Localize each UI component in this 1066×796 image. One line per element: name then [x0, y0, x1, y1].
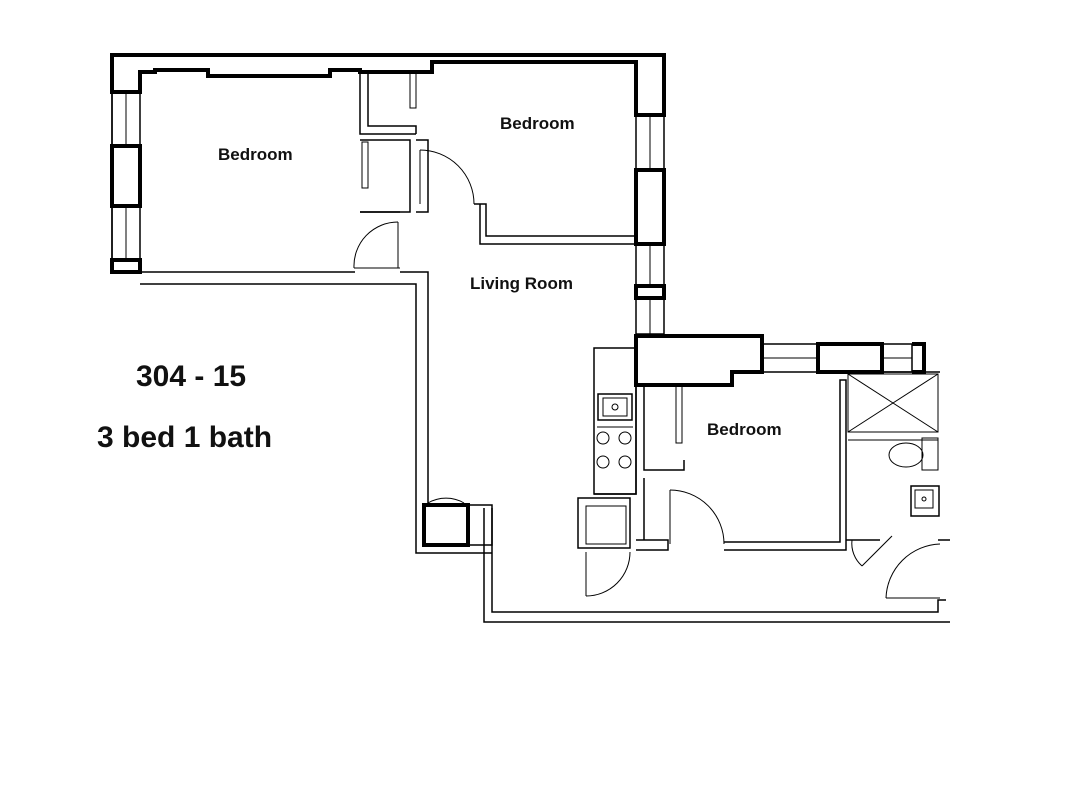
- door-swings: [353, 149, 941, 599]
- bedroom-2-label: Bedroom: [500, 114, 575, 133]
- exterior-walls: [110, 53, 926, 387]
- unit-number: 304 - 15: [136, 360, 246, 393]
- living-room-label: Living Room: [470, 274, 573, 293]
- bedroom-1-label: Bedroom: [218, 145, 293, 164]
- unit-type: 3 bed 1 bath: [97, 421, 272, 454]
- interior-walls: [140, 71, 950, 623]
- bedroom-3-label: Bedroom: [707, 420, 782, 439]
